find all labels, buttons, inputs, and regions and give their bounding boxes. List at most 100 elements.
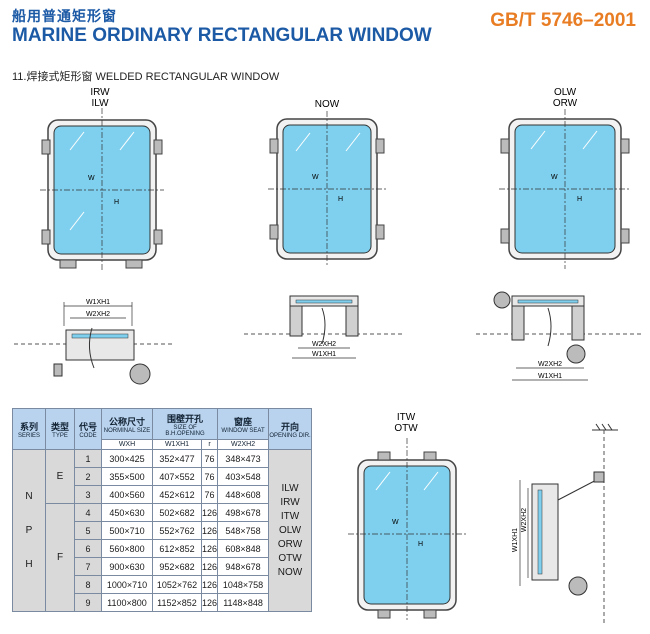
section-view-4: W1XH1 W2XH2	[512, 423, 618, 625]
label-otw: OTW	[394, 423, 418, 434]
opening-cell: 452×612	[152, 485, 202, 504]
seat-cell: 1148×848	[217, 593, 270, 612]
section-view-2: W2XH2 W1XH1	[244, 295, 404, 359]
dim-h-1: H	[114, 199, 119, 206]
dim-h-3: H	[577, 196, 582, 203]
label-irw: IRW	[90, 87, 110, 98]
table-row: 2 355×500 407×552 76 403×548	[13, 467, 312, 486]
table-row: 8 1000×710 1052×762 126 1048×758	[13, 575, 312, 594]
direction-list: ILW IRW ITW OLW ORW OTW NOW	[268, 449, 313, 612]
nominal-cell: 400×560	[101, 485, 153, 504]
code-cell: 6	[74, 539, 102, 558]
r-cell: 126	[200, 521, 219, 540]
header-opening-en: SIZE OF B.H.OPENING	[165, 424, 205, 437]
opening-cell: 612×852	[152, 539, 202, 558]
label-orw: ORW	[553, 98, 578, 109]
subheader-r: r	[200, 439, 219, 450]
title-english: MARINE ORDINARY RECTANGULAR WINDOW	[12, 25, 432, 46]
r-cell: 126	[200, 539, 219, 558]
table-row: 3 400×560 452×612 76 448×608	[13, 485, 312, 504]
code-cell: 5	[74, 521, 102, 540]
nominal-cell: 900×630	[101, 557, 153, 576]
code-cell: 4	[74, 503, 102, 522]
r-cell: 76	[200, 485, 219, 504]
code-cell: 9	[74, 593, 102, 612]
dir-otw: OTW	[278, 552, 302, 564]
header-opening: 围壁开孔	[167, 413, 204, 424]
label-itw: ITW	[397, 412, 416, 423]
opening-cell: 407×552	[152, 467, 202, 486]
seat-cell: 608×848	[217, 539, 270, 558]
window-drawing-itw-otw: ITW OTW W H	[348, 412, 466, 620]
header-nominal-en: NORMINAL SIZE	[103, 427, 151, 434]
nominal-cell: 450×630	[101, 503, 153, 522]
table-row: 9 1100×800 1152×852 126 1148×848	[13, 593, 312, 612]
standard-number: GB/T 5746–2001	[490, 10, 636, 31]
series-p: P	[25, 524, 33, 536]
opening-cell: 502×682	[152, 503, 202, 522]
section-view-3: W2XH2 W1XH1	[476, 291, 641, 381]
seat-cell: 448×608	[217, 485, 270, 504]
nominal-cell: 1000×710	[101, 575, 153, 594]
dim-w2xh2-4: W2XH2	[521, 508, 528, 532]
dim-w-1: W	[88, 175, 95, 182]
seat-cell: 498×678	[217, 503, 270, 522]
subheader-w2xh2: W2XH2	[217, 439, 270, 450]
label-now: NOW	[315, 99, 340, 110]
dim-w1xh1-4: W1XH1	[512, 528, 519, 552]
dir-irw: IRW	[280, 496, 300, 508]
label-ilw: ILW	[91, 98, 109, 109]
dim-w-4: W	[392, 519, 399, 526]
r-cell: 126	[200, 503, 219, 522]
seat-cell: 348×473	[217, 449, 270, 468]
opening-cell: 552×762	[152, 521, 202, 540]
opening-cell: 952×682	[152, 557, 202, 576]
window-drawing-irw-ilw: IRW ILW W H	[40, 87, 164, 270]
dim-h-4: H	[418, 541, 423, 548]
seat-cell: 548×758	[217, 521, 270, 540]
subheader-w1xh1: W1XH1	[152, 439, 202, 450]
dim-h-2: H	[338, 196, 343, 203]
header-type: 类型	[50, 421, 69, 432]
dim-w-3: W	[551, 174, 558, 181]
window-drawing-now: NOW W H	[268, 99, 386, 267]
dir-orw: ORW	[277, 538, 303, 550]
series-n: N	[25, 490, 33, 502]
nominal-cell: 500×710	[101, 521, 153, 540]
opening-cell: 352×477	[152, 449, 202, 468]
nominal-cell: 300×425	[101, 449, 153, 468]
dir-olw: OLW	[279, 524, 302, 536]
dir-now: NOW	[277, 566, 303, 578]
code-cell: 1	[74, 449, 102, 468]
opening-cell: 1152×852	[152, 593, 202, 612]
label-olw: OLW	[554, 87, 577, 98]
header-series: 系列	[19, 421, 38, 432]
subheader-wxh: WXH	[101, 439, 153, 450]
r-cell: 126	[200, 593, 219, 612]
r-cell: 76	[200, 467, 219, 486]
nominal-cell: 1100×800	[101, 593, 153, 612]
header-direction: 开向	[281, 421, 300, 432]
nominal-cell: 560×800	[101, 539, 153, 558]
section-title: 11.焊接式矩形窗 WELDED RECTANGULAR WINDOW	[12, 71, 280, 83]
header-seat-en: WINDOW SEAT	[221, 427, 265, 434]
dir-ilw: ILW	[281, 482, 299, 494]
r-cell: 126	[200, 575, 219, 594]
seat-cell: 1048×758	[217, 575, 270, 594]
header-seat: 窗座	[234, 416, 253, 427]
header-series-en: SERIES	[17, 432, 40, 439]
section-view-1: W1XH1 W2XH2	[14, 299, 174, 385]
window-drawing-olw-orw: OLW ORW W H	[499, 87, 631, 269]
header-type-en: TYPE	[52, 432, 68, 439]
nominal-cell: 355×500	[101, 467, 153, 486]
dim-w1xh1-1: W1XH1	[86, 299, 110, 306]
dim-w-2: W	[312, 174, 319, 181]
table-row: 5 500×710 552×762 126 548×758	[13, 521, 312, 540]
dim-w2xh2-2: W2XH2	[312, 341, 336, 348]
type-e: E	[45, 449, 75, 504]
code-cell: 8	[74, 575, 102, 594]
r-cell: 126	[200, 557, 219, 576]
dir-itw: ITW	[280, 510, 300, 522]
